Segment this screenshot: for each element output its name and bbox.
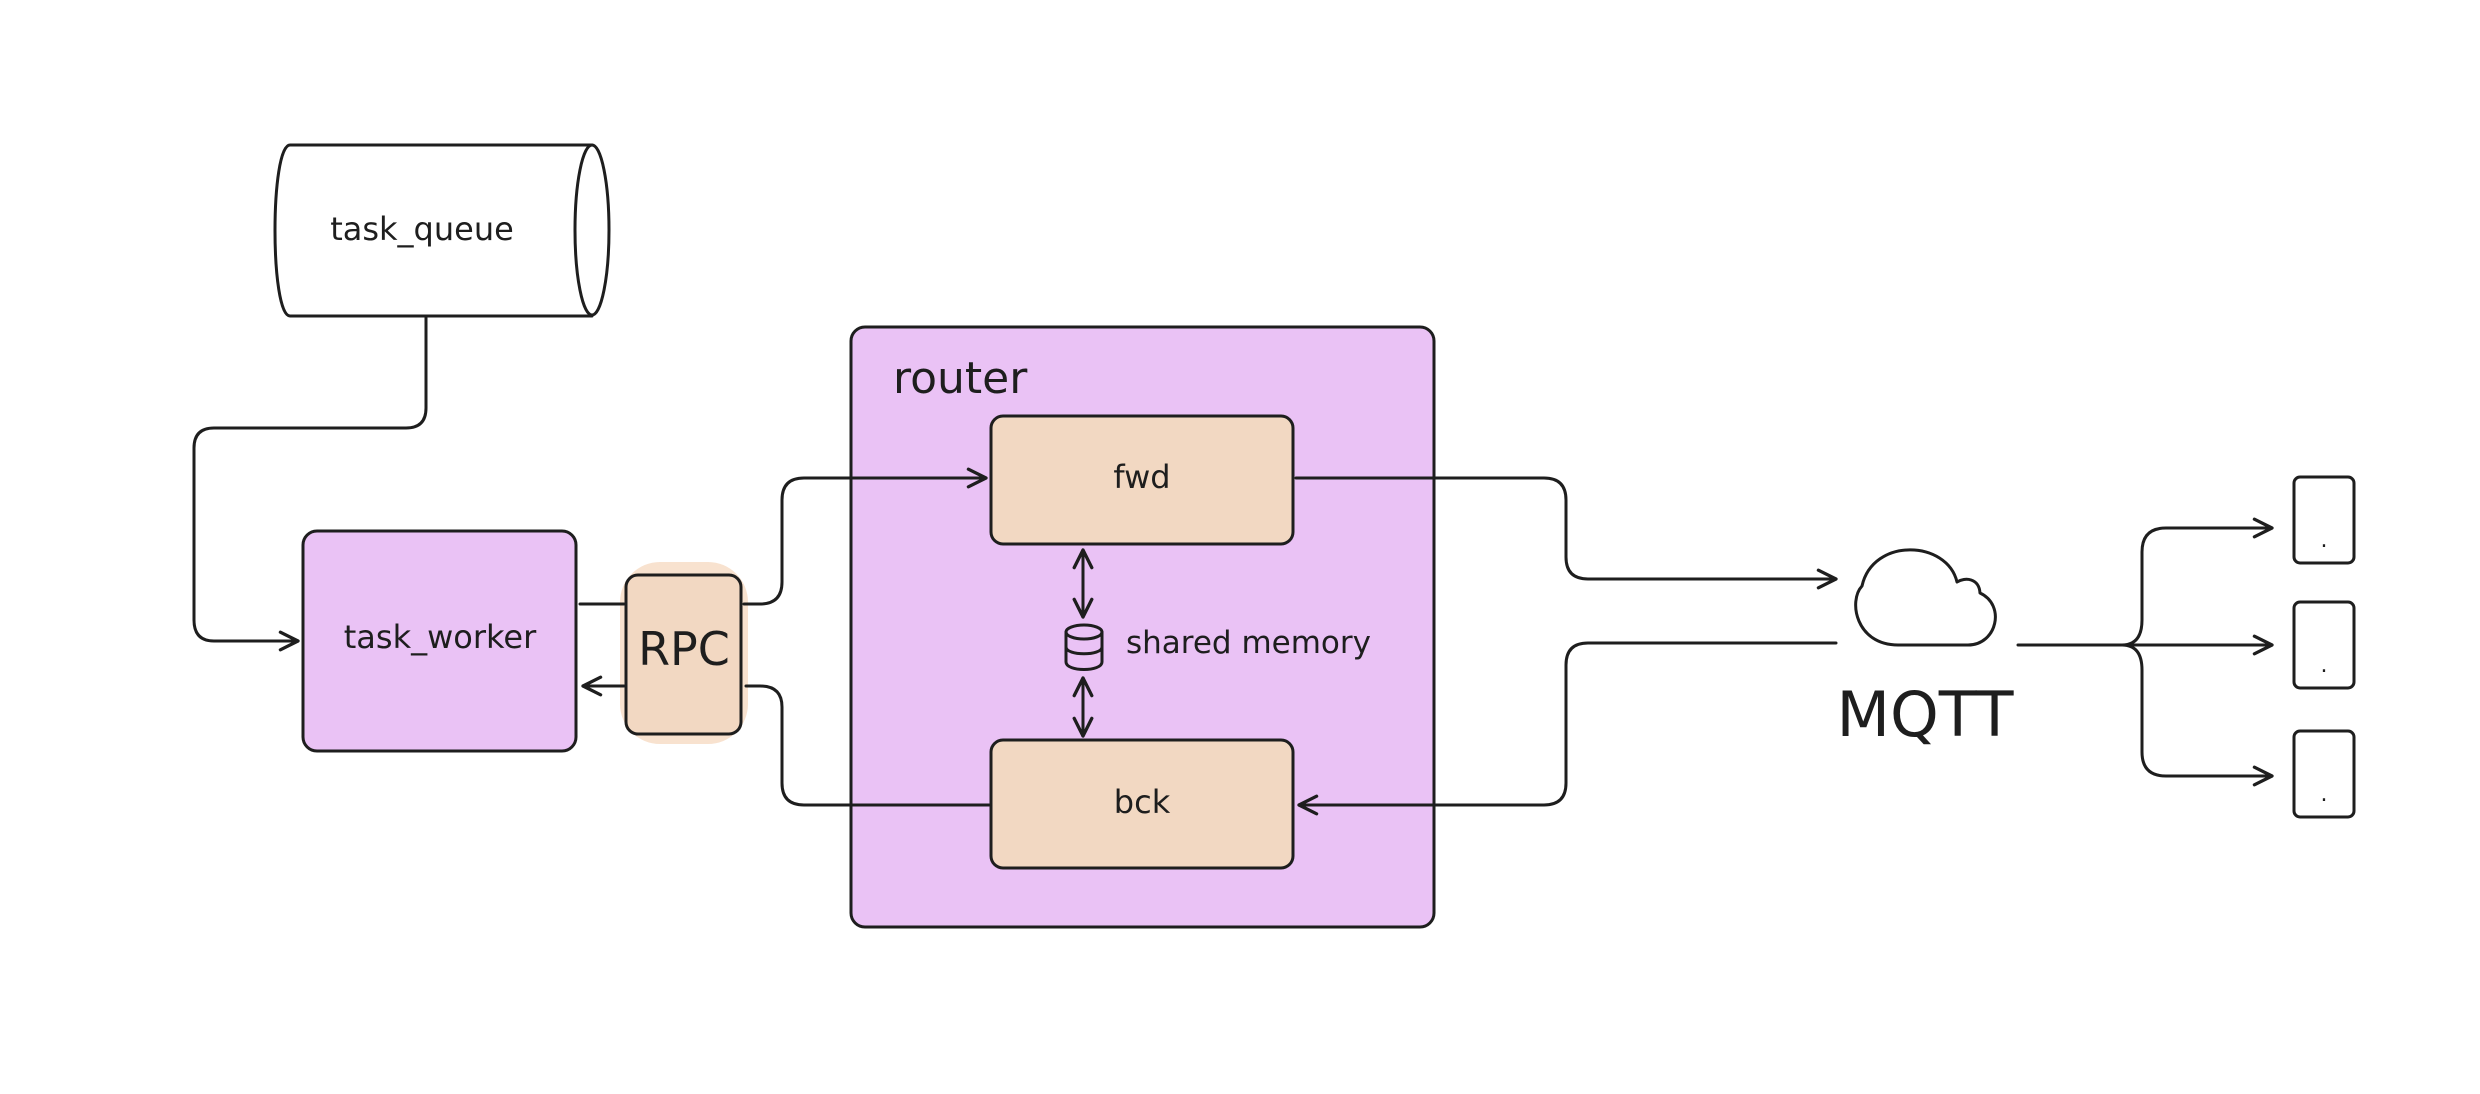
bck-label: bck bbox=[1114, 783, 1171, 821]
queue-to-worker-edge bbox=[192, 316, 428, 652]
device-2-label: . bbox=[2321, 653, 2328, 678]
device-3-edge bbox=[2120, 643, 2274, 787]
mqtt-label: MQTT bbox=[1837, 678, 2015, 751]
router-label: router bbox=[893, 353, 1028, 404]
device-2: . bbox=[2292, 600, 2356, 690]
cloud-icon bbox=[1854, 548, 1997, 647]
rpc-label: RPC bbox=[638, 622, 730, 676]
mqtt-node: MQTT bbox=[1837, 548, 2015, 751]
database-icon bbox=[1064, 623, 1104, 671]
device-1-label: . bbox=[2321, 528, 2328, 553]
task-queue-node: task_queue bbox=[273, 143, 611, 318]
mqtt-to-bck-edge bbox=[1297, 641, 1838, 816]
device-1: . bbox=[2292, 475, 2356, 565]
shared-memory-label: shared memory bbox=[1126, 625, 1371, 661]
rpc-to-fwd-edge bbox=[742, 467, 988, 606]
fwd-node: fwd bbox=[989, 414, 1295, 546]
fwd-to-mqtt-edge bbox=[1294, 476, 1838, 590]
task-worker-label: task_worker bbox=[344, 618, 537, 656]
bck-node: bck bbox=[989, 738, 1295, 870]
shared-memory-node: shared memory bbox=[1064, 548, 1371, 738]
device-3-label: . bbox=[2321, 782, 2328, 807]
task-worker-node: task_worker bbox=[301, 529, 578, 753]
bck-to-rpc-edge bbox=[744, 684, 991, 807]
task-queue-label: task_queue bbox=[330, 210, 514, 248]
device-1-edge bbox=[2120, 517, 2274, 647]
rpc-node: RPC bbox=[620, 562, 748, 744]
fwd-label: fwd bbox=[1113, 458, 1170, 496]
device-3: . bbox=[2292, 729, 2356, 819]
